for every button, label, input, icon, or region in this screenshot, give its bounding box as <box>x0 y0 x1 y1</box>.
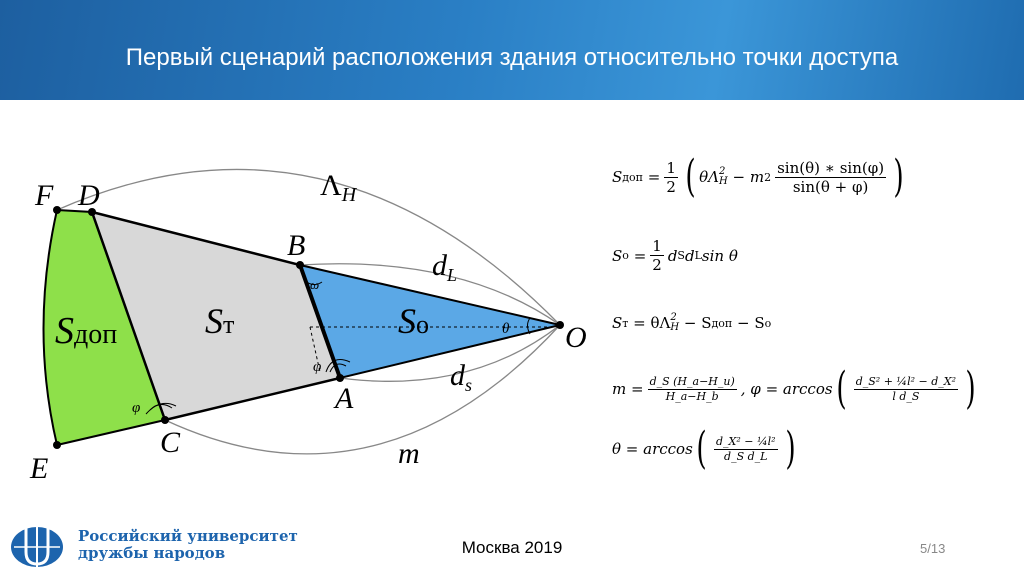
angle-phi-c: φ <box>132 400 140 416</box>
arc-ds <box>339 324 561 382</box>
logo-line-1: Российский университет <box>78 527 298 545</box>
formula-m-phi: m = d_S (H_a−H_u)H_a−H_b , φ = arccos( d… <box>612 363 976 414</box>
label-s-o: Sо <box>398 301 429 341</box>
region-s-o <box>298 263 561 380</box>
geometry-diagram: F D B O A C E Sдоп Sт Sо ΛH dL ds m θ ω … <box>29 168 587 485</box>
angle-theta: θ <box>502 321 510 337</box>
label-dl: dL <box>432 249 457 285</box>
university-emblem-icon <box>11 525 63 568</box>
label-b: B <box>287 229 305 262</box>
label-f: F <box>34 179 54 212</box>
arc-m <box>164 324 561 455</box>
label-lambda: ΛH <box>320 169 358 206</box>
slide-title: Первый сценарий расположения здания отно… <box>125 44 899 71</box>
label-o: O <box>565 321 587 354</box>
label-ds: ds <box>450 359 472 395</box>
angle-phi-a: φ <box>313 359 321 375</box>
page-number: 5/13 <box>920 541 946 556</box>
footer-city: Москва 2019 <box>461 538 563 557</box>
label-m: m <box>398 437 420 470</box>
label-c: C <box>160 426 181 459</box>
arc-lambda <box>56 168 561 326</box>
header-band: Первый сценарий расположения здания отно… <box>0 0 1024 100</box>
university-logo: Российский университет дружбы народов <box>8 520 298 570</box>
logo-line-2: дружбы народов <box>78 544 226 562</box>
arc-dl <box>299 263 561 326</box>
label-s-dop: Sдоп <box>55 310 117 352</box>
label-d: D <box>77 179 100 212</box>
label-s-t: Sт <box>205 301 234 341</box>
label-a: A <box>333 382 354 415</box>
university-name: Российский университет дружбы народов <box>78 528 298 562</box>
angle-omega: ω <box>310 277 319 292</box>
label-e: E <box>29 452 48 485</box>
